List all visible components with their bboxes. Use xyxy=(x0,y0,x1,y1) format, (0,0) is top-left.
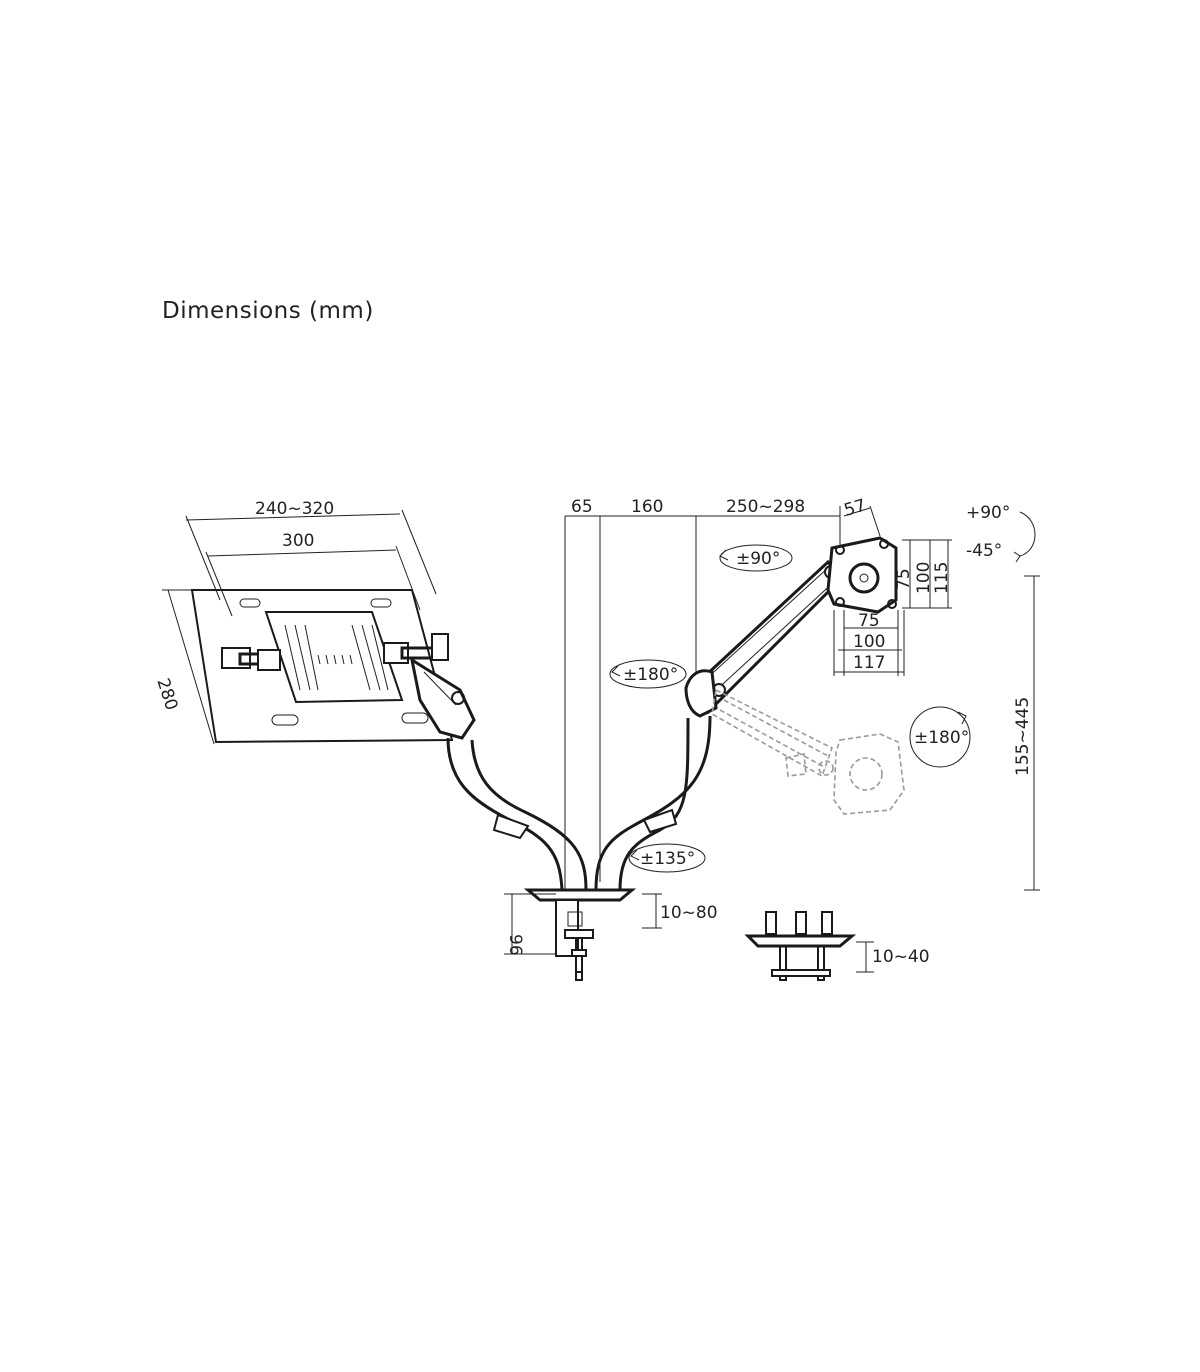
tilt-down-label: -45° xyxy=(966,541,1002,561)
tilt-up-label: +90° xyxy=(966,503,1010,523)
clamp-range-label: 10~80 xyxy=(660,903,718,923)
head-swivel-label: ±90° xyxy=(736,549,780,569)
vesa-100-vertical-label: 100 xyxy=(914,562,934,594)
tray-depth-label: 280 xyxy=(152,676,181,713)
pole-offset-right-label: 160 xyxy=(631,497,663,517)
pole-offset-left-label: 65 xyxy=(571,497,593,517)
rotation-label: ±180° xyxy=(914,728,969,748)
vesa-plate xyxy=(826,536,898,614)
tray-inner-width-label: 300 xyxy=(282,531,314,551)
arm-length-range-label: 250~298 xyxy=(726,497,805,517)
tray-width-range-label: 240~320 xyxy=(255,499,334,519)
vesa-75-vertical-label: 75 xyxy=(894,568,914,590)
grommet-base xyxy=(744,911,857,981)
vesa-plate-width-label: 117 xyxy=(853,653,885,673)
dimension-lines xyxy=(162,505,1040,973)
arm-swivel-label: ±180° xyxy=(623,665,678,685)
vesa-100-horizontal-label: 100 xyxy=(853,632,885,652)
base-swivel-label: ±135° xyxy=(640,849,695,869)
ghost-arm-position xyxy=(711,688,905,815)
gas-spring-arm xyxy=(684,559,845,718)
height-range-label: 155~445 xyxy=(1013,697,1033,776)
vesa-plate-depth-label: 57 xyxy=(842,496,868,521)
laptop-tray xyxy=(190,589,476,744)
arm-body xyxy=(446,715,712,981)
vesa-plate-height-label: 115 xyxy=(932,562,952,594)
page-title: Dimensions (mm) xyxy=(162,298,374,324)
grommet-range-label: 10~40 xyxy=(872,947,930,967)
vesa-75-horizontal-label: 75 xyxy=(858,611,880,631)
clamp-height-label: 96 xyxy=(505,934,525,956)
rotation-indicators xyxy=(609,511,1036,873)
